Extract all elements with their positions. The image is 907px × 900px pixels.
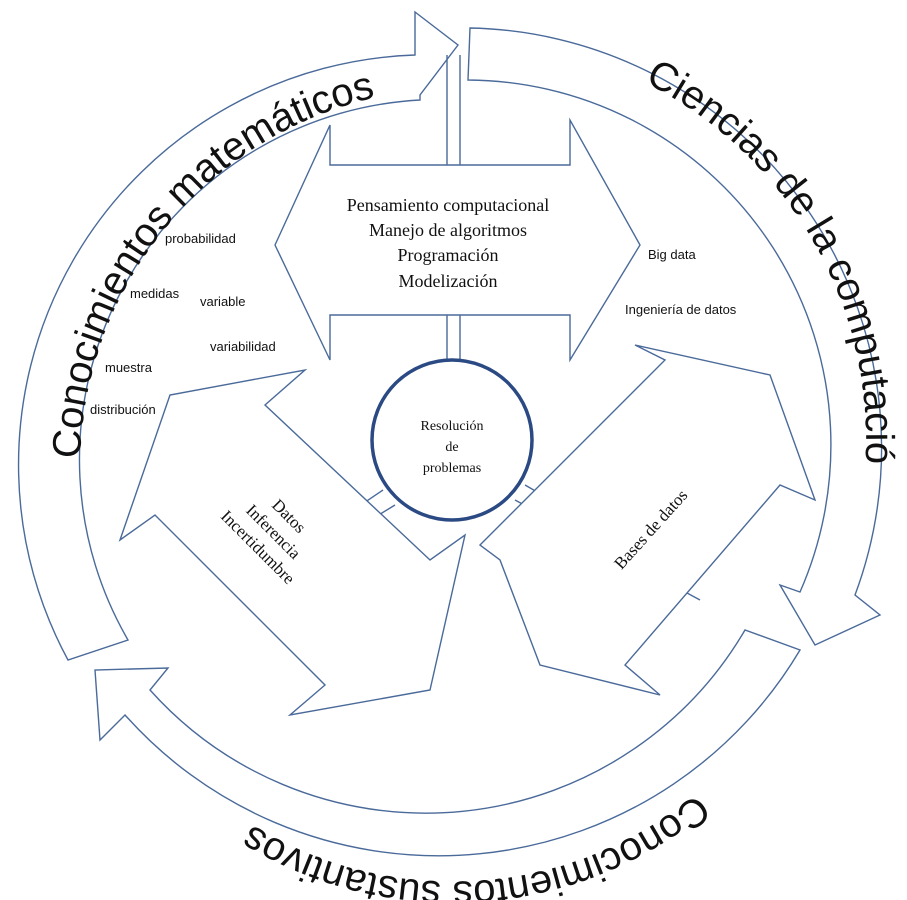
term-probabilidad: probabilidad	[165, 231, 236, 246]
term-variable: variable	[200, 294, 246, 309]
ring-arrow-substantive	[94, 629, 802, 857]
top-line-1: Pensamiento computacional	[347, 195, 549, 215]
center-line-2: de	[445, 440, 458, 455]
term-ingenieria-datos: Ingeniería de datos	[625, 302, 737, 317]
left-double-arrow	[118, 368, 467, 717]
center-line-1: Resolución	[421, 419, 484, 434]
ring-arrow-math	[17, 10, 459, 661]
top-line-2: Manejo de algoritmos	[369, 220, 527, 240]
center-circle: Resolución de problemas	[370, 358, 534, 522]
ring-arrow-computation	[467, 27, 883, 646]
top-arrow-text: Pensamiento computacional Manejo de algo…	[347, 195, 549, 291]
cs-terms: Big data Ingeniería de datos	[625, 247, 737, 317]
top-double-arrow	[274, 117, 641, 363]
term-medidas: medidas	[130, 286, 180, 301]
math-terms: probabilidad medidas variable variabilid…	[90, 231, 276, 417]
center-line-3: problemas	[423, 461, 481, 476]
term-variabilidad: variabilidad	[210, 339, 276, 354]
top-line-4: Modelización	[399, 271, 498, 291]
top-line-3: Programación	[398, 245, 499, 265]
term-muestra: muestra	[105, 360, 153, 375]
right-double-arrow	[478, 344, 817, 696]
term-distribucion: distribución	[90, 402, 156, 417]
term-big-data: Big data	[648, 247, 696, 262]
